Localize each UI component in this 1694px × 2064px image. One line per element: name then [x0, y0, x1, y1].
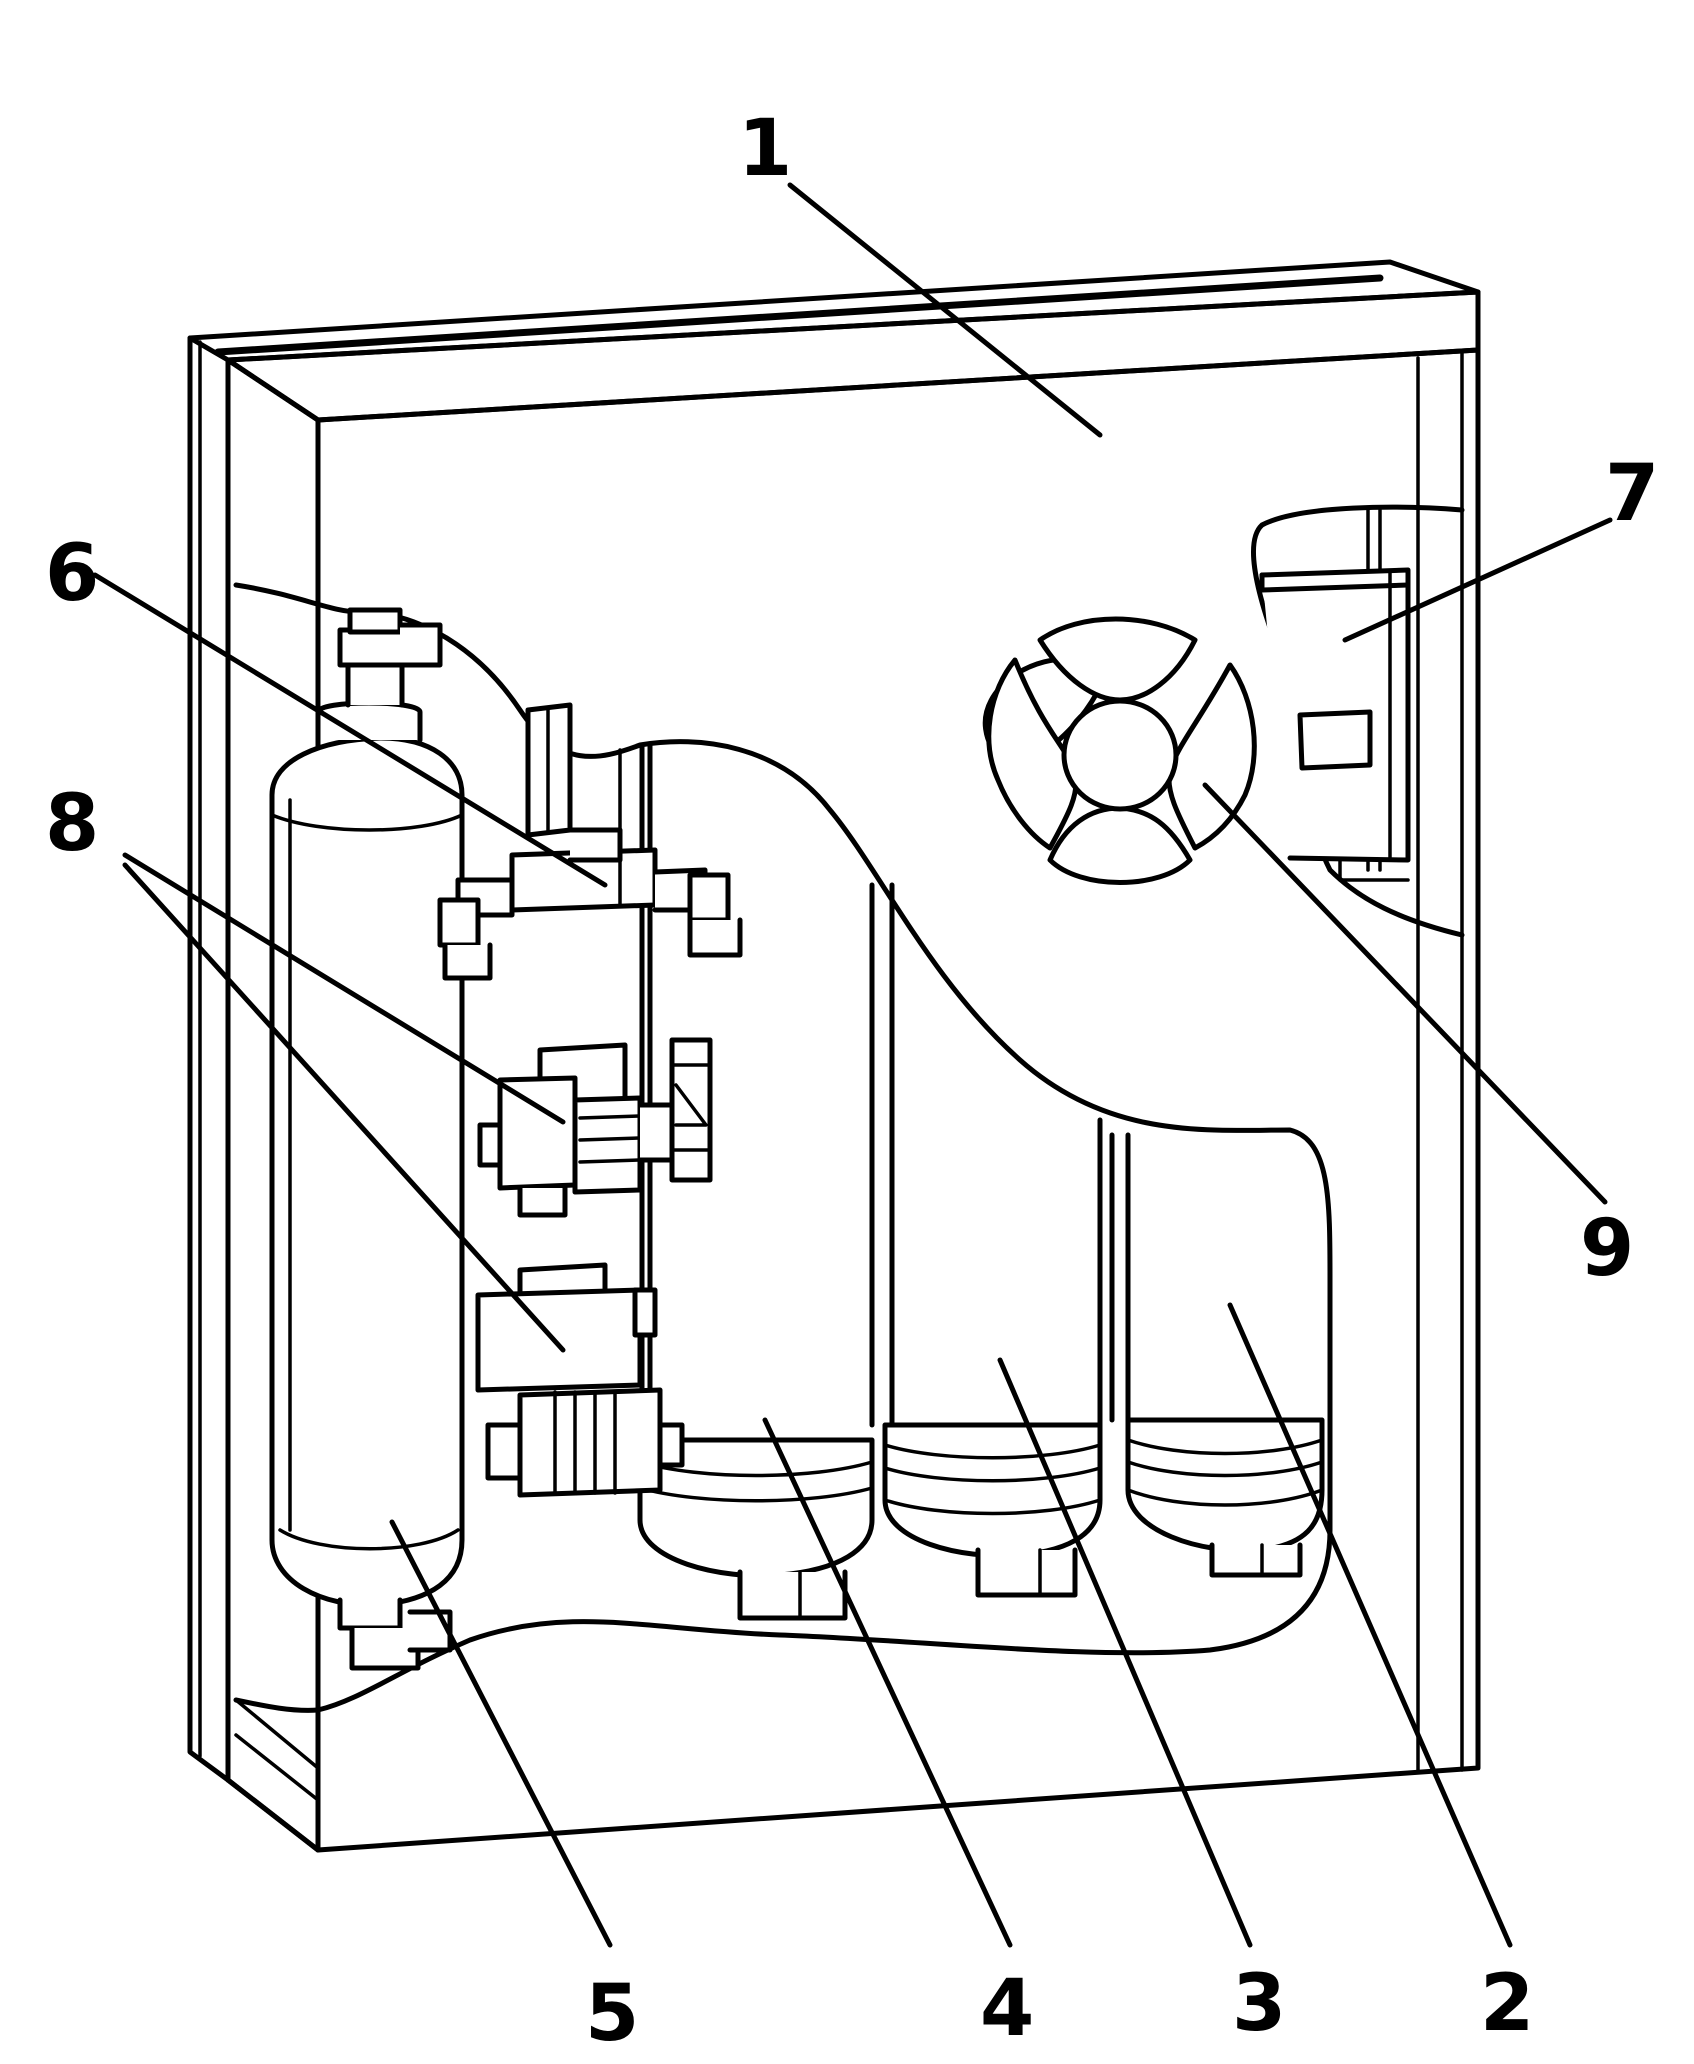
leader-7 — [1342, 517, 1613, 643]
leader-2 — [1227, 1302, 1513, 1948]
label-2: 2 — [1480, 1959, 1534, 2049]
leader-4 — [762, 1417, 1013, 1948]
label-7: 7 — [1605, 449, 1659, 539]
valve-8-upper — [477, 1037, 713, 1218]
filter-cartridge-4 — [637, 742, 875, 1621]
controller-box — [1259, 567, 1411, 882]
leader-8b — [122, 862, 566, 1353]
leader-5 — [389, 1519, 613, 1948]
label-6: 6 — [45, 529, 99, 619]
label-1: 1 — [738, 104, 792, 194]
label-9: 9 — [1580, 1204, 1634, 1294]
label-3: 3 — [1232, 1959, 1286, 2049]
solenoid-valve — [437, 702, 743, 981]
filter-cartridge-2 — [1109, 1132, 1325, 1578]
leader-6 — [92, 572, 608, 888]
leader-8a — [122, 852, 566, 1125]
filter-cartridge-5 — [269, 607, 465, 1671]
control-knob — [982, 616, 1257, 885]
leader-1 — [787, 182, 1103, 438]
label-5: 5 — [585, 1969, 639, 2059]
leader-9 — [1202, 782, 1608, 1205]
filter-cartridge-3 — [869, 882, 1103, 1598]
label-8: 8 — [45, 779, 99, 869]
reference-labels: 1 2 3 4 5 6 7 8 9 — [45, 104, 1659, 2059]
leader-3 — [997, 1357, 1253, 1948]
leader-lines — [92, 182, 1613, 1948]
label-4: 4 — [980, 1964, 1034, 2054]
